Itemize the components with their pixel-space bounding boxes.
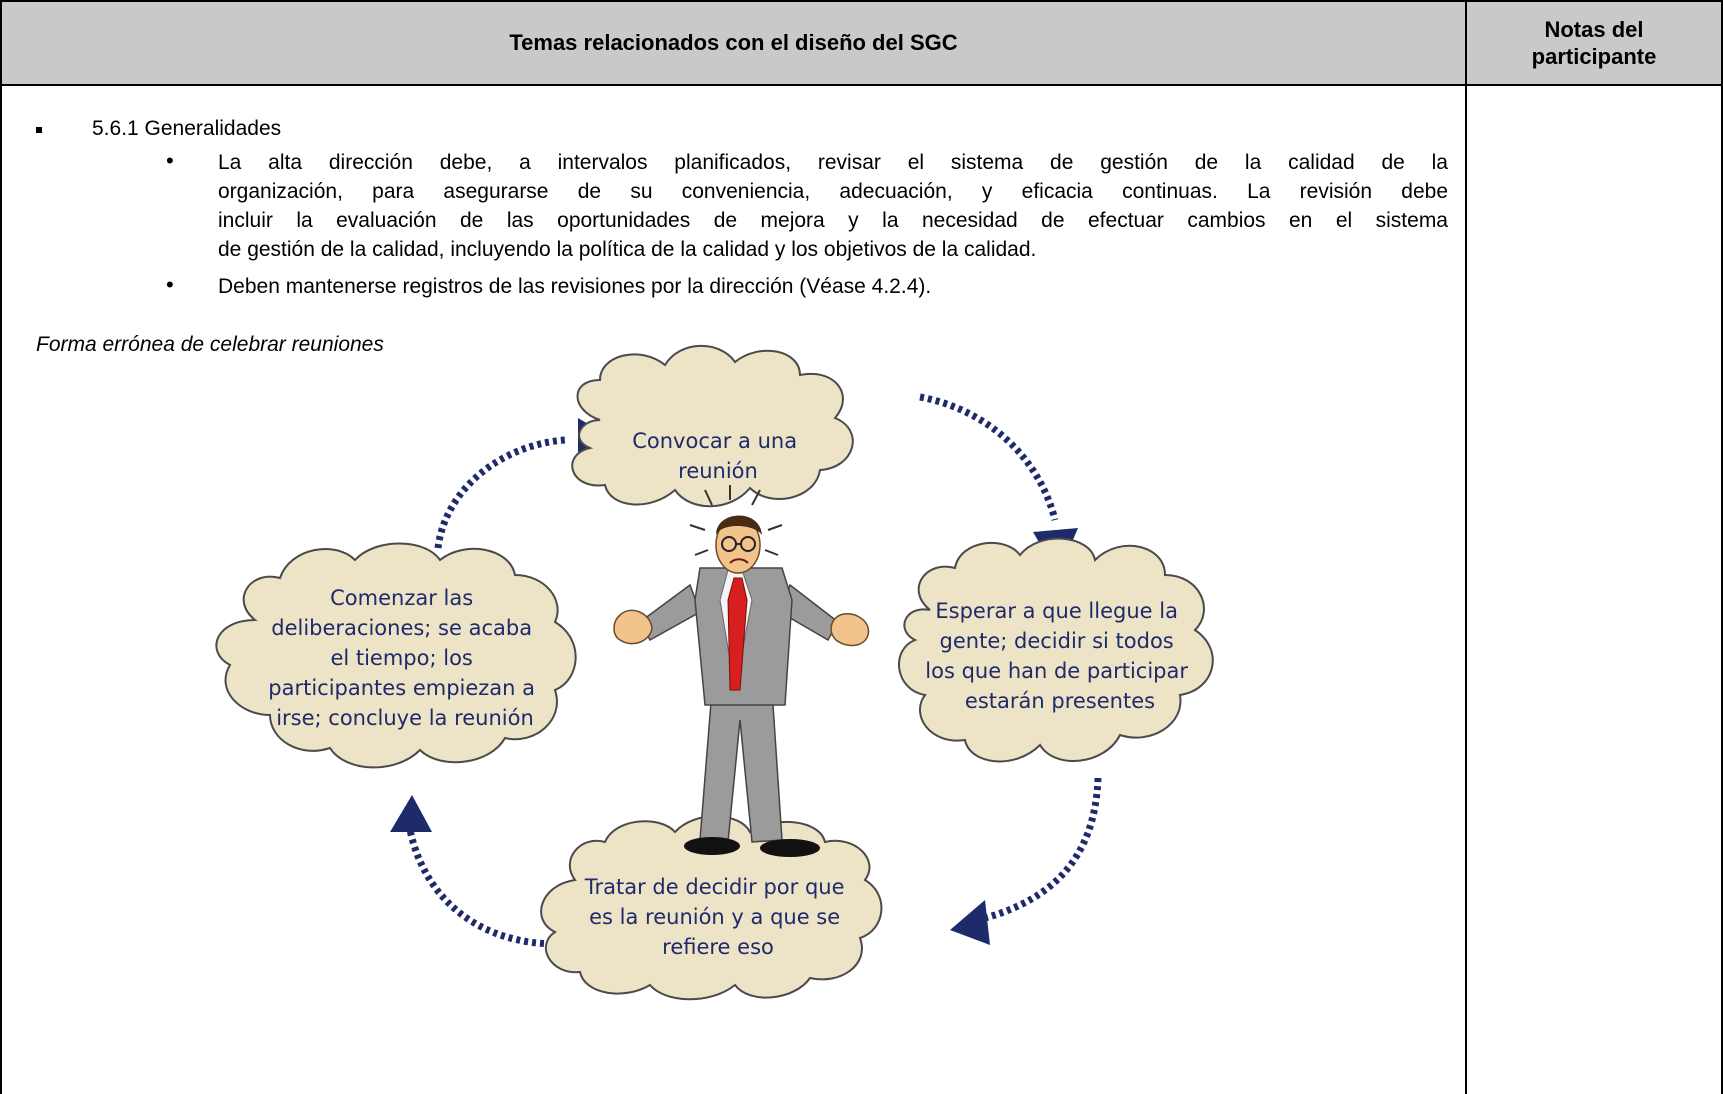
square-bullet-icon [36, 127, 42, 133]
arrow-bottom-to-left [406, 829, 561, 948]
cloud-text-call-meeting: Convocar a una reunión [632, 429, 804, 483]
diagram-caption: Forma errónea de celebrar reuniones [36, 333, 384, 356]
arrow-right-to-bottom [984, 777, 1102, 922]
arrow-left-to-top [434, 436, 566, 549]
paragraph-line: organización, para asegurarse de su conv… [218, 180, 1448, 203]
cloud-text-wait-for-people: Esperar a que llegue la gente; decidir s… [925, 599, 1194, 713]
notes-header-line1: Notas del [1544, 17, 1644, 42]
bullet-paragraph-2: Deben mantenerse registros de las revisi… [218, 272, 1448, 301]
header-title: Temas relacionados con el diseño del SGC [509, 30, 958, 55]
confused-man-icon [613, 485, 870, 857]
paragraph-line: de gestión de la calidad, incluyendo la … [218, 238, 1037, 261]
table-header-notes: Notas del participante [1467, 2, 1721, 84]
notes-header-line2: participante [1531, 44, 1657, 69]
section-heading: 5.6.1 Generalidades [92, 117, 282, 140]
cloud-text-deliberations: Comenzar las deliberaciones; se acaba el… [268, 586, 541, 730]
cloud-shape [571, 344, 854, 508]
column-divider [1465, 0, 1467, 1094]
table-border-left [0, 0, 2, 1094]
bullet-paragraph-1: La alta dirección debe, a intervalos pla… [218, 148, 1448, 264]
header-divider [0, 84, 1723, 86]
table-header-topics: Temas relacionados con el diseño del SGC [2, 2, 1465, 84]
paragraph-line: incluir la evaluación de las oportunidad… [218, 209, 1448, 232]
table-border-top [0, 0, 1723, 2]
cloud-shape [898, 537, 1214, 763]
arrowhead-icon [390, 795, 432, 832]
arrow-top-to-right [919, 393, 1059, 521]
bullet-dot-icon: • [166, 272, 174, 297]
cloud-shape [540, 815, 883, 1001]
cloud-text-decide-purpose: Tratar de decidir por que es la reunión … [584, 875, 851, 959]
table-border-right [1721, 0, 1723, 1094]
paragraph-line: La alta dirección debe, a intervalos pla… [218, 151, 1448, 174]
paragraph-line: Deben mantenerse registros de las revisi… [218, 275, 932, 298]
arrowhead-icon [950, 900, 990, 945]
bullet-dot-icon: • [166, 148, 174, 173]
cloud-shape [215, 542, 577, 769]
